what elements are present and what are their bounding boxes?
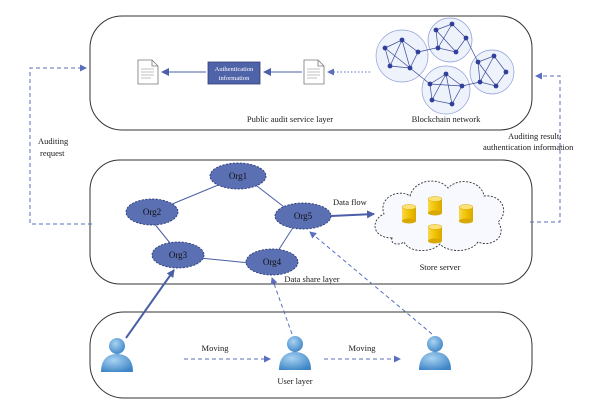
data-flow-label: Data flow bbox=[333, 197, 368, 207]
blockchain-network-label: Blockchain network bbox=[412, 114, 481, 124]
org2-label: Org2 bbox=[143, 207, 161, 217]
auditing-request-arrow bbox=[29, 64, 92, 225]
data-share-layer-label: Data share layer bbox=[284, 274, 339, 284]
auth-box-line2: information bbox=[219, 75, 250, 82]
store-server-label: Store server bbox=[420, 262, 461, 272]
data-flow-arrow bbox=[330, 210, 375, 219]
user-icon-2 bbox=[279, 336, 311, 370]
blockchain-network-graph bbox=[375, 17, 515, 115]
org2-node: Org2 bbox=[125, 198, 179, 226]
user-icon-1 bbox=[101, 338, 133, 372]
public-audit-layer-label: Public audit service layer bbox=[247, 114, 333, 124]
user2-to-org4-arrow bbox=[270, 277, 293, 335]
auditing-request-label-1: Auditing bbox=[38, 136, 69, 146]
auditing-result-label-1: Auditing result: bbox=[508, 131, 562, 141]
org5-label: Org5 bbox=[294, 211, 313, 221]
org1-node: Org1 bbox=[209, 162, 267, 190]
user3-to-org5-arrow bbox=[309, 231, 433, 335]
org1-label: Org1 bbox=[229, 171, 247, 181]
database-icon-1 bbox=[401, 204, 417, 224]
user-icon-3 bbox=[419, 336, 451, 370]
user-layer-box bbox=[89, 311, 533, 399]
document-icon-right bbox=[303, 59, 325, 85]
store-server-cloud bbox=[374, 180, 505, 251]
database-icon-4 bbox=[427, 224, 443, 244]
moving-label-2: Moving bbox=[349, 343, 377, 353]
database-icon-2 bbox=[427, 196, 443, 216]
org4-node: Org4 bbox=[245, 248, 299, 276]
auditing-result-arrow bbox=[530, 72, 561, 223]
org3-node: Org3 bbox=[151, 241, 205, 269]
org4-label: Org4 bbox=[263, 257, 282, 267]
moving-label-1: Moving bbox=[202, 343, 230, 353]
auth-box-line1: Authentication bbox=[215, 66, 254, 73]
auditing-request-label-2: request bbox=[40, 148, 65, 158]
org5-node: Org5 bbox=[274, 202, 332, 230]
org3-label: Org3 bbox=[169, 250, 188, 260]
database-icon-3 bbox=[458, 204, 474, 224]
org-network-edges bbox=[152, 182, 295, 264]
authentication-info-box bbox=[207, 61, 261, 85]
user-layer-label: User layer bbox=[277, 376, 312, 386]
user1-to-org3-arrow bbox=[125, 269, 175, 339]
auditing-result-label-2: authentication information bbox=[483, 142, 574, 152]
document-icon-left bbox=[137, 59, 159, 85]
